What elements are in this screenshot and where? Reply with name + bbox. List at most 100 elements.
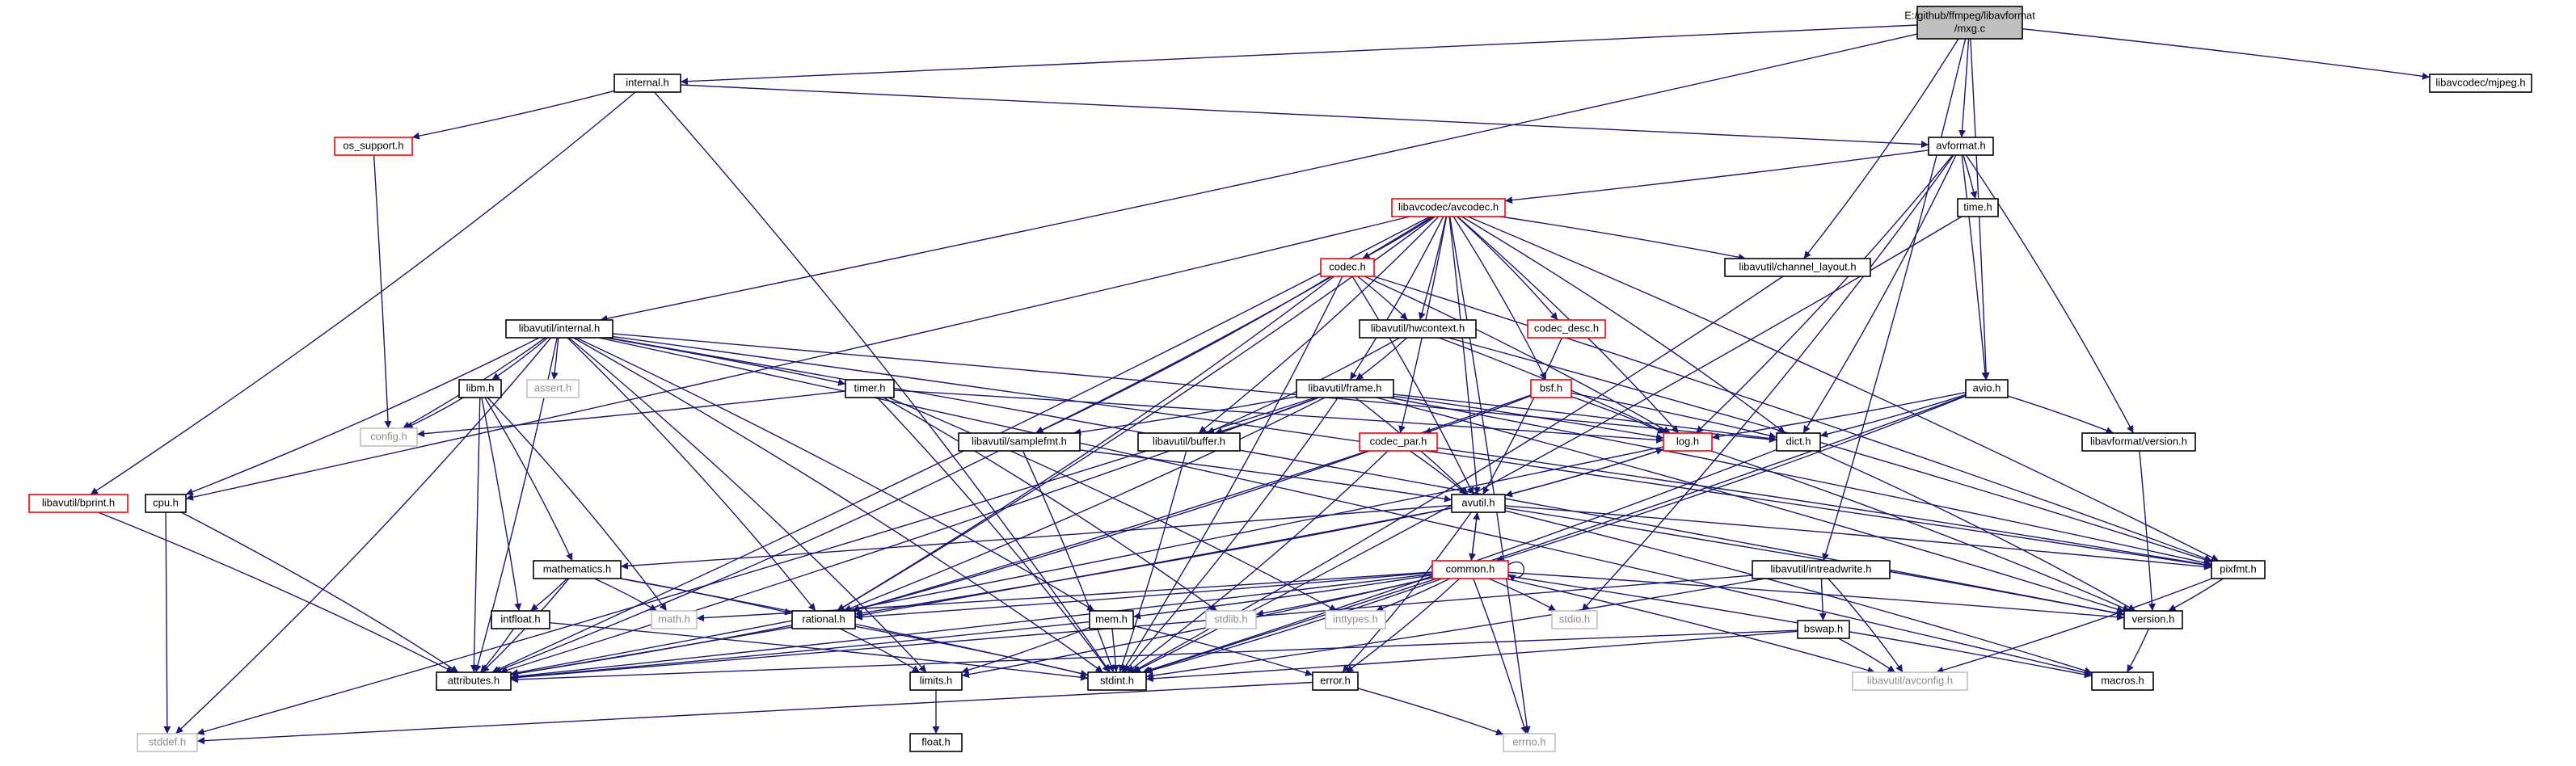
edge-avcodec-h-to-bsf-h (1452, 216, 1547, 381)
edge-common-h-to-common-h (1507, 561, 1525, 582)
node-label: libavcodec/mjpeg.h (2435, 76, 2525, 88)
node-error-h[interactable]: error.h (1312, 671, 1359, 691)
node-intreadwrite-h[interactable]: libavutil/intreadwrite.h (1752, 560, 1891, 579)
edge-samplefmt-h-to-attributes-h (493, 450, 1000, 673)
node-box (145, 494, 187, 513)
node-avformat-h[interactable]: avformat.h (1928, 137, 1994, 156)
edge-lavu-internal-h-to-rational-h (567, 337, 816, 612)
node-mathematics-h[interactable]: mathematics.h (533, 560, 622, 579)
node-inttypes-h[interactable]: inttypes.h (1325, 610, 1386, 629)
node-box (28, 494, 129, 513)
node-errno-h[interactable]: errno.h (1503, 733, 1556, 752)
edge-libm-h-to-mathematics-h (484, 397, 573, 562)
node-box (334, 137, 413, 156)
node-label: libavutil/channel_layout.h (1739, 260, 1856, 272)
node-macros-h[interactable]: macros.h (2091, 671, 2154, 691)
edge-avformat-h-to-stdio-h (1581, 154, 1954, 612)
node-time-h[interactable]: time.h (1957, 198, 1999, 217)
node-box (909, 671, 963, 691)
node-label: codec_par.h (1370, 435, 1427, 447)
edge-codec-h-to-pixfmt-h (1373, 276, 2212, 562)
node-rational-h[interactable]: rational.h (791, 610, 856, 629)
edge-common-h-to-mem-h (1132, 574, 1433, 620)
node-box (958, 432, 1081, 452)
edge-frame-h-to-log-h (1393, 395, 1664, 441)
edge-codec-par-h-to-stdint-h (1127, 450, 1389, 673)
node-common-h[interactable]: common.h (1431, 560, 1509, 579)
node-label: stdio.h (1559, 612, 1590, 625)
edge-common-h-to-attributes-h (510, 573, 1433, 680)
edge-root-to-mjpeg-h (2022, 28, 2431, 80)
edge-timer-h-to-log-h (893, 389, 1664, 444)
node-bsf-h[interactable]: bsf.h (1530, 379, 1572, 398)
node-buffer-h[interactable]: libavutil/buffer.h (1137, 432, 1241, 452)
node-assert-h[interactable]: assert.h (526, 379, 580, 398)
node-internal-h[interactable]: internal.h (613, 74, 681, 93)
node-codec-h[interactable]: codec.h (1320, 258, 1375, 277)
edge-lavu-internal-h-to-assert-h (550, 337, 559, 381)
node-avcodec-h[interactable]: libavcodec/avcodec.h (1391, 198, 1506, 217)
edge-timer-h-to-inttypes-h (887, 397, 1338, 612)
node-label: libavutil/frame.h (1308, 381, 1381, 394)
node-stdint-h[interactable]: stdint.h (1087, 671, 1147, 691)
node-os-support-h[interactable]: os_support.h (334, 137, 413, 156)
edge-codec-h-to-rational-h (836, 276, 1335, 612)
node-box (1551, 610, 1598, 629)
node-cpu-h[interactable]: cpu.h (145, 494, 187, 513)
edge-log-h-to-avutil-h (1504, 448, 1664, 498)
edge-avutil-h-to-log-h (1504, 448, 1664, 496)
node-bprint-h[interactable]: libavutil/bprint.h (28, 494, 129, 513)
node-config-h[interactable]: config.h (360, 427, 418, 447)
node-mjpeg-h[interactable]: libavcodec/mjpeg.h (2429, 74, 2532, 93)
node-label: avio.h (1973, 381, 2001, 394)
node-stdlib-h[interactable]: stdlib.h (1205, 610, 1257, 629)
node-box (360, 427, 418, 447)
node-label: macros.h (2101, 674, 2144, 686)
node-root[interactable]: E:/github/ffmpeg/libavformat/mxg.c (1904, 6, 2035, 40)
node-box (526, 379, 580, 398)
node-bswap-h[interactable]: bswap.h (1797, 620, 1850, 639)
node-lavf-version-h[interactable]: libavformat/version.h (2081, 432, 2196, 452)
node-attributes-h[interactable]: attributes.h (436, 671, 512, 691)
node-box (613, 74, 681, 93)
edge-avcodec-h-to-errno-h (1449, 216, 1531, 734)
node-samplefmt-h[interactable]: libavutil/samplefmt.h (958, 432, 1081, 452)
node-timer-h[interactable]: timer.h (845, 379, 895, 398)
edge-avcodec-h-to-buffer-h (1198, 216, 1440, 434)
node-stddef-h[interactable]: stddef.h (137, 733, 198, 752)
node-avconfig-h[interactable]: libavutil/avconfig.h (1852, 671, 1968, 691)
node-box (1724, 258, 1871, 277)
edge-frame-h-to-stdint-h (1124, 397, 1339, 673)
node-version-h[interactable]: version.h (2123, 610, 2183, 629)
node-limits-h[interactable]: limits.h (909, 671, 963, 691)
edge-lavu-internal-h-to-macros-h (598, 337, 2093, 676)
node-intfloat-h[interactable]: intfloat.h (491, 610, 550, 629)
edge-bsf-h-to-log-h (1570, 396, 1666, 434)
edge-intfloat-h-to-stdint-h (549, 622, 1089, 681)
node-label: dict.h (1785, 435, 1811, 447)
edge-samplefmt-h-to-avutil-h (1079, 449, 1452, 503)
node-label: mathematics.h (543, 562, 612, 574)
node-lavu-internal-h[interactable]: libavutil/internal.h (505, 319, 613, 339)
node-codec-desc-h[interactable]: codec_desc.h (1527, 319, 1606, 339)
node-libm-h[interactable]: libm.h (458, 379, 502, 398)
node-label: /mxg.c (1954, 22, 1986, 34)
node-dict-h[interactable]: dict.h (1776, 432, 1821, 452)
node-log-h[interactable]: log.h (1663, 432, 1713, 452)
edge-log-h-to-attributes-h (510, 446, 1664, 676)
node-stdio-h[interactable]: stdio.h (1551, 610, 1598, 629)
node-hwcontext-h[interactable]: libavutil/hwcontext.h (1359, 319, 1477, 339)
edge-timer-h-to-stdlib-h (883, 397, 1218, 612)
node-mem-h[interactable]: mem.h (1089, 610, 1134, 629)
node-channel-layout-h[interactable]: libavutil/channel_layout.h (1724, 258, 1871, 277)
node-pixfmt-h[interactable]: pixfmt.h (2211, 560, 2266, 579)
node-frame-h[interactable]: libavutil/frame.h (1296, 379, 1394, 398)
edge-avcodec-h-to-channel-layout-h (1500, 216, 1746, 261)
node-avutil-h[interactable]: avutil.h (1451, 494, 1506, 513)
node-box (651, 610, 698, 629)
node-math-h[interactable]: math.h (651, 610, 698, 629)
node-float-h[interactable]: float.h (909, 733, 963, 752)
node-codec-par-h[interactable]: codec_par.h (1359, 432, 1438, 452)
node-avio-h[interactable]: avio.h (1965, 379, 2009, 398)
node-label: assert.h (534, 381, 571, 394)
